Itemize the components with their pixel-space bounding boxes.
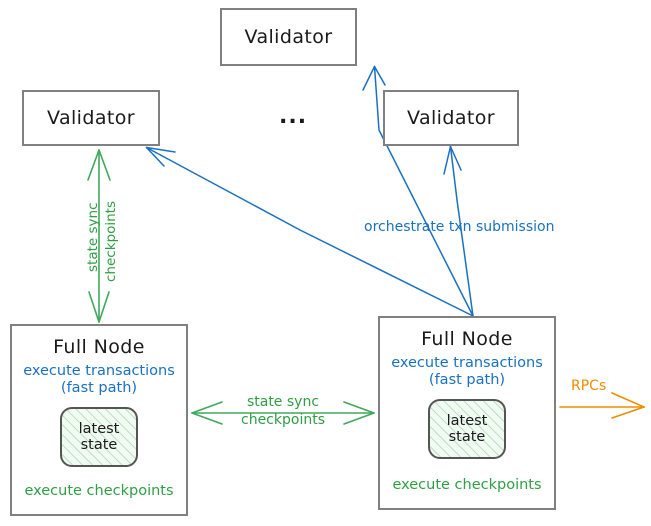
fullnode-left-green-footer: execute checkpoints: [24, 483, 174, 499]
node-validator-top[interactable]: Validator: [220, 8, 357, 66]
fullnode-right-blue-line-2: (fast path): [428, 372, 506, 388]
fullnode-right-state-line-1: latest: [446, 413, 488, 429]
edge-label-orchestrate-txn-submission: orchestrate txn submission: [364, 219, 555, 235]
validator-right-label: Validator: [407, 107, 495, 129]
fullnode-right-state-line-2: state: [448, 429, 486, 445]
node-validator-left[interactable]: Validator: [22, 90, 160, 146]
fullnode-right-green-footer: execute checkpoints: [392, 477, 542, 493]
validators-ellipsis: ...: [279, 104, 308, 129]
edge-label-state-sync-horizontal-line-2: checkpoints: [241, 412, 325, 428]
node-validator-right[interactable]: Validator: [383, 90, 519, 146]
edge-rpcs: [559, 392, 645, 419]
fullnode-right-blue-text: execute transactions (fast path): [391, 355, 543, 389]
node-fullnode-right[interactable]: Full Node execute transactions (fast pat…: [378, 316, 556, 510]
fullnode-left-title: Full Node: [53, 336, 145, 358]
edge-label-rpcs: RPCs: [571, 378, 607, 394]
fullnode-left-blue-line-1: execute transactions: [23, 363, 175, 379]
fullnode-right-latest-state-box[interactable]: latest state: [428, 399, 506, 459]
fullnode-left-blue-line-2: (fast path): [60, 380, 138, 396]
edge-label-state-sync-vertical-line-1: state sync: [85, 202, 101, 273]
edge-label-state-sync-vertical-line-2: checkpoints: [103, 201, 119, 282]
fullnode-left-state-line-2: state: [80, 437, 118, 453]
fullnode-left-state-line-1: latest: [78, 421, 120, 437]
fullnode-right-blue-line-1: execute transactions: [391, 355, 543, 371]
edge-label-state-sync-horizontal-line-1: state sync: [246, 394, 320, 410]
validator-left-label: Validator: [47, 107, 135, 129]
validator-top-label: Validator: [244, 26, 333, 48]
fullnode-left-latest-state-box[interactable]: latest state: [60, 407, 138, 467]
fullnode-left-blue-text: execute transactions (fast path): [23, 363, 175, 397]
fullnode-right-title: Full Node: [421, 328, 513, 350]
node-fullnode-left[interactable]: Full Node execute transactions (fast pat…: [10, 324, 188, 516]
